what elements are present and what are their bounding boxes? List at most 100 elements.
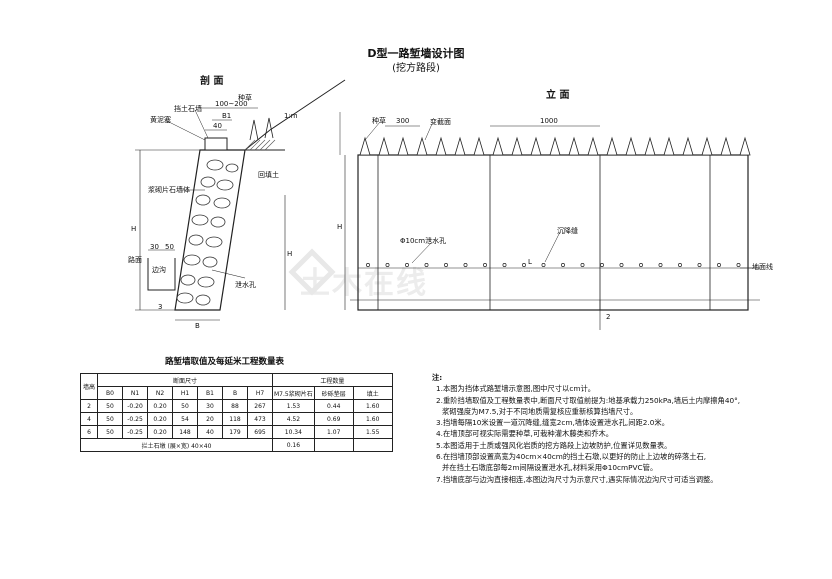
label-b1: B1 [222, 112, 232, 120]
table-cell: 1.07 [313, 425, 354, 439]
table-cell: 2 [80, 399, 98, 413]
grass-spike-icon [530, 136, 542, 156]
drain-hole-icon [736, 263, 741, 267]
th-col: 砂砾垫层 [313, 386, 354, 400]
drain-hole-icon [697, 263, 702, 267]
label-ditch: 边沟 [152, 266, 166, 274]
th-section: 断面尺寸 [97, 373, 273, 387]
rubble-pattern [176, 159, 239, 306]
grass-spikes-row [359, 136, 751, 156]
label-joint: 沉降缝 [557, 227, 578, 235]
label-gravel: 黄泥塞 [150, 116, 171, 124]
label-c30: 30 [150, 243, 159, 251]
table-cell: 50 [172, 399, 198, 413]
table-cell: 30 [197, 399, 223, 413]
drain-hole-icon [678, 263, 682, 267]
drain-hole-icon [600, 263, 604, 267]
footer-empty-2 [352, 438, 393, 452]
drawing-title: D型一路堑墙设计图 [367, 47, 465, 60]
grass-spike-icon [606, 136, 618, 156]
table-cell: 695 [247, 425, 273, 439]
table-cell: 0.20 [147, 425, 173, 439]
note-item: 4.在墙顶部可视实际需要种草,可栽种灌木藤类和乔木。 [436, 429, 614, 439]
notes-block: 注: 1.本图为挡体式路堑墙示意图,图中尺寸以cm计。2.重阶挡墙取值及工程数量… [432, 372, 740, 485]
label-drain-elev: Φ10cm泄水孔 [400, 237, 447, 245]
table-cell: 50 [97, 425, 123, 439]
drain-hole-icon [658, 263, 663, 267]
table-cell: -0.25 [122, 412, 148, 426]
label-dim-300: 300 [396, 117, 410, 125]
grass-spike-icon [663, 136, 675, 156]
drain-hole-icon [717, 263, 721, 267]
table-cell: 50 [97, 399, 123, 413]
note-item: 5.本图适用于土质或强风化岩质的挖方路段上边坡防护,位置详见数量表。 [436, 440, 672, 450]
drain-hole-icon [366, 263, 370, 267]
grass-spike-icon [492, 136, 504, 156]
label-backfill: 回填土 [258, 171, 279, 179]
table-cell: 40 [197, 425, 223, 439]
label-drain-hole: 泄水孔 [235, 281, 256, 289]
grass-spike-icon [587, 136, 599, 156]
label-coping: 变截面 [430, 118, 451, 126]
th-quantity: 工程数量 [272, 373, 393, 387]
footer-empty-1 [313, 438, 354, 452]
table-cell: 1.60 [352, 412, 393, 426]
th-col: N2 [147, 386, 173, 400]
table-cell: -0.25 [122, 425, 148, 439]
drain-hole-icon [444, 263, 448, 267]
note-item: 并在挡土石墩底部每2m间隔设置泄水孔,材料采用Φ10cmPVC管。 [442, 463, 658, 473]
drain-hole-icon [522, 263, 526, 267]
notes-heading: 注: [432, 373, 443, 382]
label-l-mark: L [528, 258, 532, 266]
table-cell: 20 [197, 412, 223, 426]
th-col: B0 [97, 386, 123, 400]
table-cell: 4.52 [272, 412, 315, 426]
label-h-left: H [131, 225, 137, 233]
drain-hole-icon [619, 263, 624, 267]
table-cell: -0.20 [122, 399, 148, 413]
label-c50: 50 [165, 243, 174, 251]
footer-value: 0.16 [272, 438, 315, 452]
label-three: 3 [158, 303, 163, 311]
table-cell: 0.20 [147, 412, 173, 426]
th-col: 填土 [352, 386, 393, 400]
th-col: H1 [172, 386, 198, 400]
th-col: N1 [122, 386, 148, 400]
table-cell: 179 [222, 425, 248, 439]
grass-spike-icon [473, 136, 485, 156]
table-cell: 0.20 [147, 399, 173, 413]
slope-line [244, 79, 346, 151]
ditch [147, 258, 176, 291]
th-col: M7.5浆砌片石 [272, 386, 315, 400]
table-cell: 473 [247, 412, 273, 426]
label-width-range: 100~200 [215, 100, 248, 108]
note-item: 3.挡墙每隔10米设置一道沉降缝,缝宽2cm,墙体设置泄水孔,间距2.0米。 [436, 418, 669, 428]
label-retaining: 挡土石墙 [174, 105, 202, 113]
grass-spike-icon [682, 136, 694, 156]
note-item: 浆砌强度为M7.5,对于不同地质需复核应重新核算挡墙尺寸。 [442, 406, 638, 416]
label-grass-section: 种草 [238, 94, 252, 102]
table-cell: 148 [172, 425, 198, 439]
table-cell: 88 [222, 399, 248, 413]
grass-spike-icon [739, 136, 751, 156]
label-wall-body: 浆砌片石墙体 [148, 186, 190, 194]
label-ground: 地面线 [752, 263, 773, 271]
grass-spike-icon [720, 136, 732, 156]
label-two: 2 [606, 313, 611, 321]
th-height: 墙高 [80, 373, 98, 400]
table-cell: 267 [247, 399, 273, 413]
grass-spike-icon [549, 136, 561, 156]
section-view-title: 剖 面 [200, 76, 224, 87]
grass-spike-icon [644, 136, 656, 156]
label-dim-1000: 1000 [540, 117, 558, 125]
grass-spike-icon [625, 136, 637, 156]
th-col: B [222, 386, 248, 400]
table-cell: 1.53 [272, 399, 315, 413]
grass-spike-icon [378, 136, 390, 156]
drain-hole-icon [483, 263, 487, 267]
drain-hole-icon [385, 263, 390, 267]
